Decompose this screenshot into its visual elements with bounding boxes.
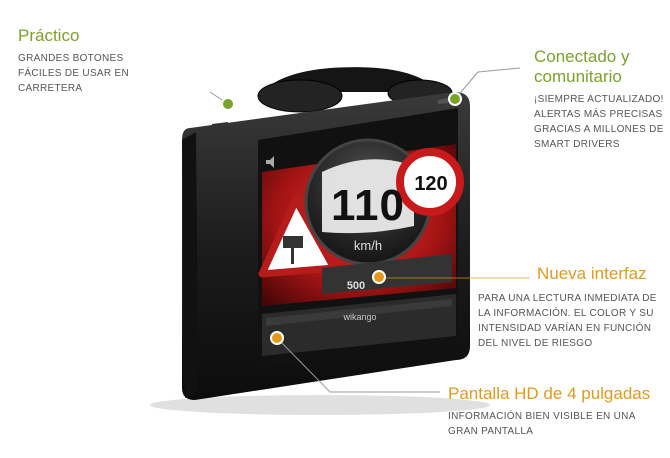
practico-line: GRANDES BOTONES (18, 53, 124, 64)
interfaz-title: Nueva interfaz (537, 264, 647, 283)
device-shadow (150, 395, 490, 415)
conectado-title-line: Conectado y (534, 47, 630, 66)
practico-line: CARRETERA (18, 83, 83, 94)
conectado-line: GRACIAS A MILLONES DE (534, 124, 664, 135)
conectado-title-line: comunitario (534, 67, 622, 86)
distance-value: 500 (347, 280, 365, 292)
brand-logo: wikango (342, 312, 376, 322)
speed-limit-sign (396, 148, 464, 216)
interfaz-line: PARA UNA LECTURA INMEDIATA DE (478, 293, 657, 304)
pantalla-line: INFORMACIÓN BIEN VISIBLE EN UNA (448, 411, 636, 422)
interfaz-line: LA INFORMACIÓN. EL COLOR Y SU (478, 308, 654, 319)
practico-description: GRANDES BOTONES FÁCILES DE USAR EN CARRE… (18, 51, 129, 96)
pantalla-title: Pantalla HD de 4 pulgadas (448, 384, 651, 403)
dot-conectado (448, 92, 462, 106)
pantalla-line: GRAN PANTALLA (448, 426, 534, 437)
speed-display (322, 159, 414, 234)
practico-line: FÁCILES DE USAR EN (18, 68, 129, 79)
camera-icon (283, 236, 303, 248)
interfaz-line: DEL NIVEL DE RIESGO (478, 338, 593, 349)
practico-title: Práctico (18, 26, 80, 45)
speed-limit-value: 120 (414, 173, 447, 195)
speed-value: 110 (331, 181, 405, 230)
interfaz-line: INTENSIDAD VARÍAN EN FUNCIÓN (478, 323, 652, 334)
interfaz-description: PARA UNA LECTURA INMEDIATA DE LA INFORMA… (478, 291, 657, 351)
conectado-line: SMART DRIVERS (534, 139, 620, 150)
dot-pantalla (270, 331, 284, 345)
dot-practico (221, 97, 235, 111)
callout-line-pantalla (276, 337, 440, 393)
conectado-line: ¡SIEMPRE ACTUALIZADO! (534, 94, 664, 105)
top-button-left[interactable] (257, 79, 343, 113)
conectado-title: Conectado y comunitario (534, 47, 629, 87)
device-side (182, 132, 198, 398)
distance-bar (322, 254, 452, 294)
speed-unit: km/h (354, 238, 382, 253)
conectado-line: ALERTAS MÁS PRECISAS (534, 109, 663, 120)
pantalla-description: INFORMACIÓN BIEN VISIBLE EN UNA GRAN PAN… (448, 409, 636, 439)
volume-icon (266, 156, 274, 168)
conectado-description: ¡SIEMPRE ACTUALIZADO! ALERTAS MÁS PRECIS… (534, 92, 664, 152)
dot-interfaz (372, 270, 386, 284)
